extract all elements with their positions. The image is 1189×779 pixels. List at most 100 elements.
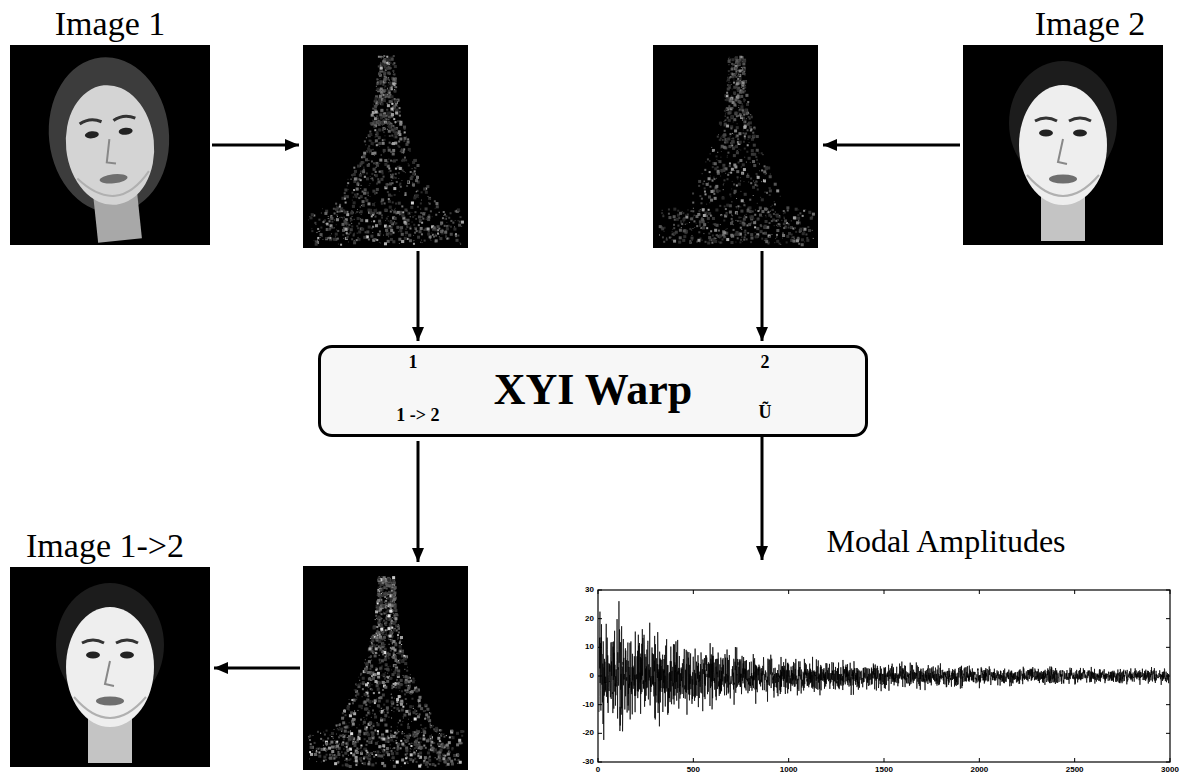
illustration-part <box>431 232 432 233</box>
illustration-part <box>747 129 749 131</box>
illustration-part <box>706 215 708 217</box>
illustration-part <box>390 160 392 162</box>
illustration-part <box>395 121 397 123</box>
illustration-part <box>351 238 353 240</box>
illustration-part <box>668 213 670 215</box>
illustration-part <box>699 195 701 197</box>
illustration-part <box>737 87 740 90</box>
illustration-part <box>446 227 449 230</box>
illustration-part <box>731 201 732 202</box>
illustration-part <box>433 236 435 238</box>
illustration-part <box>399 243 400 244</box>
illustration-part <box>396 159 398 161</box>
illustration-part <box>394 135 397 138</box>
illustration-part <box>401 205 403 207</box>
illustration-part <box>420 212 422 214</box>
illustration-part <box>793 236 795 238</box>
illustration-part <box>710 230 712 232</box>
illustration-part <box>736 170 739 173</box>
illustration-part <box>380 219 381 220</box>
illustration-part <box>383 55 385 57</box>
illustration-part <box>420 222 421 223</box>
illustration-part <box>404 137 407 140</box>
illustration-part <box>357 238 360 241</box>
face-image <box>10 567 210 767</box>
illustration-part <box>391 99 393 101</box>
illustration-part <box>739 109 741 111</box>
illustration-part <box>390 229 393 232</box>
illustration-part <box>762 154 763 155</box>
illustration-part <box>397 211 400 214</box>
illustration-part <box>343 238 344 239</box>
illustration-part <box>382 217 383 218</box>
illustration-part <box>402 159 405 162</box>
illustration-part <box>381 101 383 103</box>
illustration-part <box>428 231 430 233</box>
illustration-part <box>704 187 706 189</box>
illustration-part <box>383 72 386 75</box>
illustration-part <box>315 241 317 243</box>
illustration-part <box>379 163 380 164</box>
illustration-part <box>388 64 389 65</box>
illustration-part <box>386 119 387 120</box>
illustration-part <box>394 221 395 222</box>
illustration-part <box>416 164 419 167</box>
illustration-part <box>743 181 744 182</box>
illustration-part <box>399 229 402 232</box>
illustration-part <box>374 209 377 212</box>
illustration-part <box>345 237 348 240</box>
illustration-part <box>783 213 784 214</box>
illustration-part <box>356 183 359 186</box>
illustration-part <box>362 204 365 207</box>
illustration-part <box>342 218 343 219</box>
illustration-part <box>671 237 672 238</box>
illustration-part <box>725 113 726 114</box>
illustration-part <box>384 163 387 166</box>
illustration-part <box>415 195 418 198</box>
illustration-part <box>726 108 729 111</box>
illustration-part <box>748 137 749 138</box>
illustration-part <box>740 150 741 151</box>
illustration-part <box>731 237 732 238</box>
illustration-part <box>419 230 422 233</box>
illustration-part <box>379 230 381 232</box>
illustration-part <box>701 218 704 221</box>
illustration-part <box>369 185 370 186</box>
illustration-part <box>736 115 738 117</box>
illustration-part <box>403 221 406 224</box>
illustration-part <box>737 178 738 179</box>
illustration-part <box>404 131 406 133</box>
illustration-part <box>728 82 729 83</box>
illustration-part <box>433 235 434 236</box>
illustration-part <box>1049 175 1077 184</box>
illustration-part <box>721 238 723 240</box>
illustration-part <box>727 228 728 229</box>
illustration-part <box>439 212 440 213</box>
illustration-part <box>384 65 386 67</box>
illustration-part <box>734 190 737 193</box>
illustration-part <box>331 233 332 234</box>
illustration-part <box>444 231 447 234</box>
illustration-part <box>767 212 768 213</box>
illustration-part <box>796 239 799 242</box>
illustration-part <box>763 179 766 182</box>
illustration-part <box>743 239 745 241</box>
illustration-part <box>802 215 804 217</box>
illustration-part <box>747 123 750 126</box>
illustration-part <box>395 208 396 209</box>
illustration-part <box>737 221 738 222</box>
illustration-part <box>738 63 741 66</box>
illustration-part <box>410 171 412 173</box>
illustration-part <box>751 138 754 141</box>
illustration-part <box>745 84 746 85</box>
illustration-part <box>385 97 386 98</box>
illustration-part <box>732 215 733 216</box>
illustration-part <box>378 72 381 75</box>
illustration-part <box>395 101 398 104</box>
illustration-part <box>708 232 710 234</box>
illustration-part <box>414 232 416 234</box>
illustration-part <box>791 238 792 239</box>
illustration-part <box>736 207 737 208</box>
illustration-part <box>319 239 320 240</box>
illustration-part <box>385 95 388 98</box>
